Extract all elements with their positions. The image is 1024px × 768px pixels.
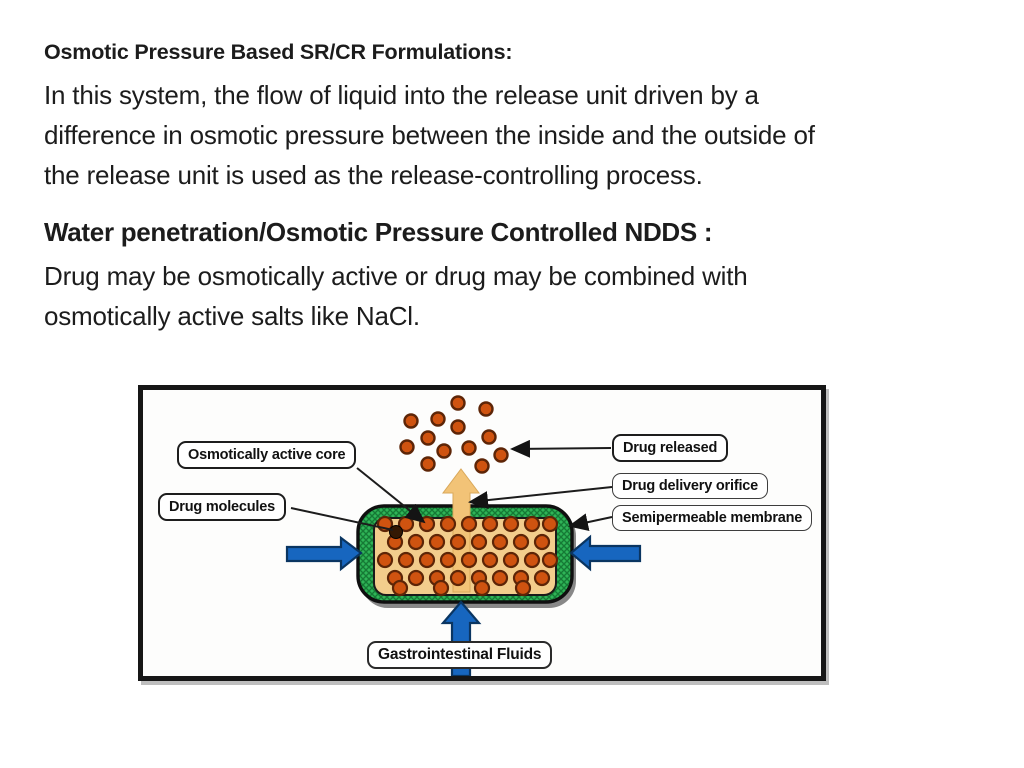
drug-dot [420,456,436,472]
connector-membrane [568,513,613,532]
connector-core [356,467,426,524]
drug-dot [491,569,509,587]
paragraph-line: osmotically active salts like NaCl. [44,301,420,331]
diagram-canvas [285,395,642,676]
drug-dot [533,533,551,551]
paragraph-line: In this system, the flow of liquid into … [44,80,759,110]
drug-dot [481,551,499,569]
drug-dot [439,551,457,569]
drug-dot [430,411,446,427]
label-semipermeable-membrane: Semipermeable membrane [612,505,813,531]
drug-dot [474,458,490,474]
drug-dot [491,533,509,551]
drug-molecule-pointer-dot [389,525,403,539]
released-drug-dots [399,395,509,474]
drug-dot [493,447,509,463]
drug-dot [481,429,497,445]
drug-dot [376,551,394,569]
drug-dot [481,515,499,533]
drug-dot [512,533,530,551]
drug-dot [399,439,415,455]
drug-dot [449,569,467,587]
paragraph-drug-description: Drug may be osmotically active or drug m… [44,256,994,336]
paragraph-system-description: In this system, the flow of liquid into … [44,75,994,195]
drug-dot [502,515,520,533]
drug-dot [403,413,419,429]
drug-dot [418,551,436,569]
drug-dot [420,430,436,446]
drug-dot [436,443,452,459]
core-drug-dots [376,515,559,597]
slide-text-block: Osmotic Pressure Based SR/CR Formulation… [44,40,994,336]
drug-dot [533,569,551,587]
drug-dot [418,515,436,533]
drug-dot [523,515,541,533]
drug-dot [407,569,425,587]
paragraph-line: difference in osmotic pressure between t… [44,120,815,150]
connector-orifice [468,486,613,510]
paragraph-line: the release unit is used as the release-… [44,160,703,190]
drug-dot [449,533,467,551]
drug-dot [461,440,477,456]
drug-dot [432,579,450,597]
drug-dot [450,395,466,411]
paragraph-line: Drug may be osmotically active or drug m… [44,261,748,291]
drug-dot [502,551,520,569]
drug-dot [407,533,425,551]
drug-dot [478,401,494,417]
drug-dot [428,533,446,551]
drug-dot [470,533,488,551]
drug-dot [541,551,559,569]
drug-dot [397,551,415,569]
fluid-arrow-right [569,534,642,572]
osmotic-system-diagram: Osmotically active core Drug molecules D… [138,385,826,681]
heading-osmotic-formulations: Osmotic Pressure Based SR/CR Formulation… [44,40,513,64]
heading-water-penetration: Water penetration/Osmotic Pressure Contr… [44,217,713,247]
fluid-arrow-left [285,535,363,572]
label-osmotically-active-core: Osmotically active core [177,441,357,469]
label-drug-delivery-orifice: Drug delivery orifice [612,473,769,499]
drug-dot [523,551,541,569]
drug-dot [450,419,466,435]
label-gastrointestinal-fluids: Gastrointestinal Fluids [367,641,553,669]
drug-dot [541,515,559,533]
drug-dot [473,579,491,597]
connector-molecules [290,507,394,531]
drug-dot [439,515,457,533]
connector-released [510,439,612,458]
drug-dot [460,551,478,569]
label-drug-molecules: Drug molecules [158,493,286,521]
drug-dot [460,515,478,533]
drug-dot [391,579,409,597]
drug-dot [514,579,532,597]
label-drug-released: Drug released [612,434,729,462]
